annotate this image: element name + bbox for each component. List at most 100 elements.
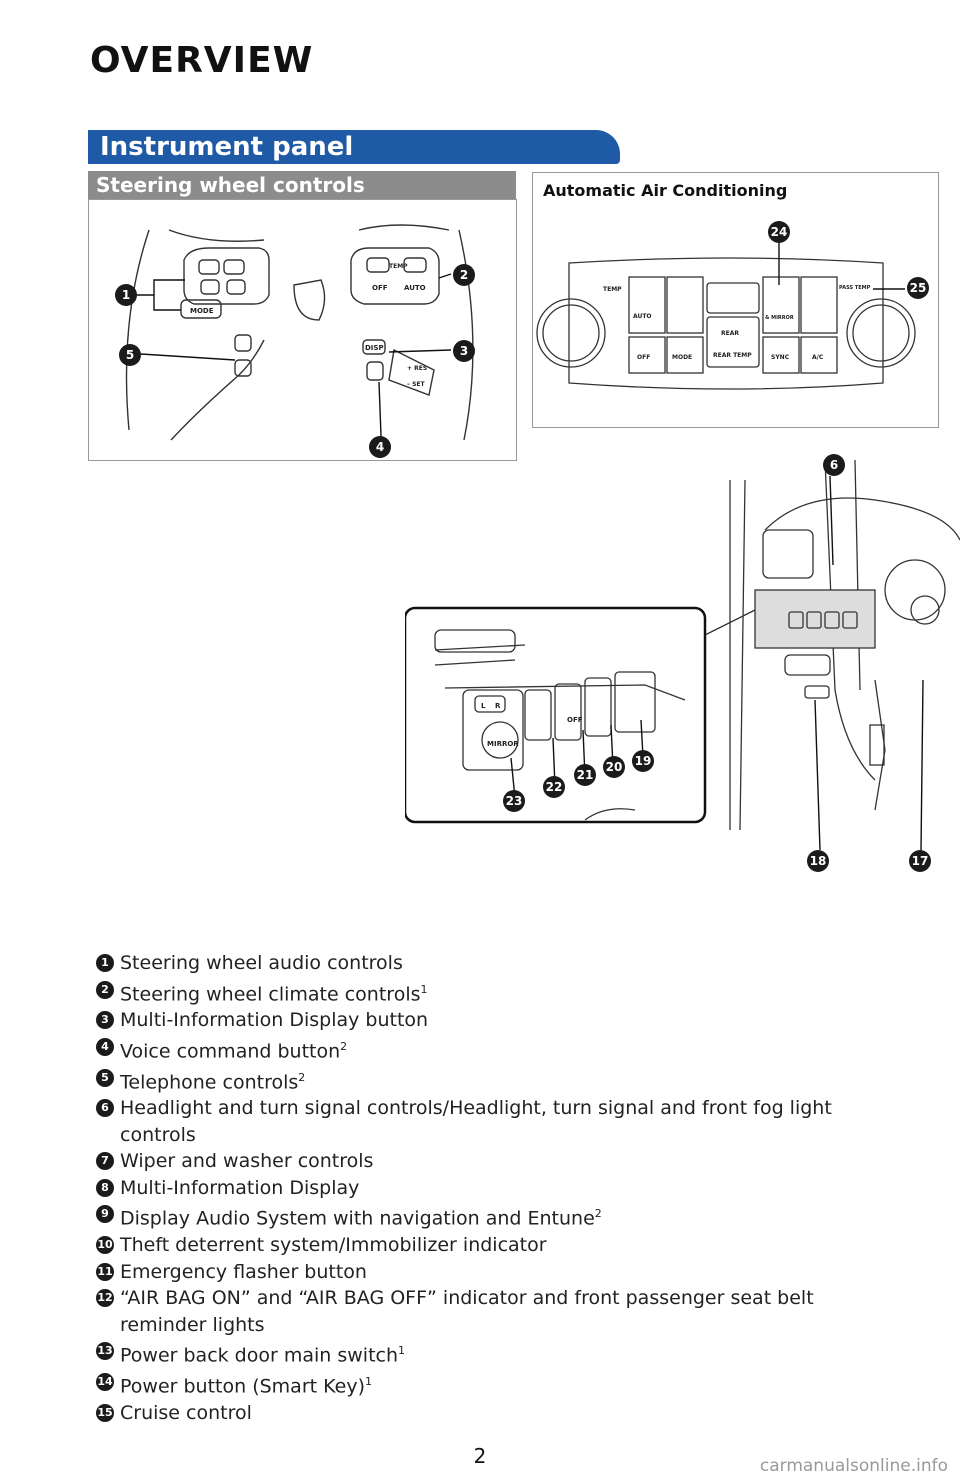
ac-sync-label: SYNC	[771, 354, 790, 361]
legend-number-badge: 10	[96, 1236, 114, 1255]
section-header-instrument-panel: Instrument panel	[88, 130, 620, 164]
ac-rear-temp-label: REAR TEMP	[713, 352, 752, 359]
callout-20: 20	[603, 756, 625, 778]
callout-23: 23	[503, 790, 525, 812]
steering-wheel-illustration: MODE TEMP OFF AUTO DISP + RES – SET	[125, 224, 474, 441]
steering-set-label: – SET	[407, 381, 426, 388]
legend-item: 1 Steering wheel audio controls	[96, 950, 896, 977]
air-vent	[762, 529, 814, 579]
ac-auto-label: AUTO	[633, 313, 652, 320]
legend-text: Emergency flasher button	[120, 1260, 367, 1283]
legend-footnote-marker: 1	[364, 1375, 372, 1389]
mode-button-shape	[180, 299, 222, 319]
audio-control-cluster	[183, 247, 270, 305]
legend-number-badge: 13	[96, 1342, 114, 1361]
legend-item: 12 “AIR BAG ON” and “AIR BAG OFF” indicat…	[96, 1285, 896, 1338]
legend-text: Power back door main switch	[120, 1344, 399, 1367]
legend-footnote-marker: 1	[398, 1344, 406, 1358]
legend-item: 2 Steering wheel climate controls1	[96, 977, 896, 1008]
wheel-outline-left	[125, 229, 150, 431]
automatic-air-conditioning-figure: Automatic Air Conditioning TEMP AUTO OFF…	[532, 172, 939, 428]
callout-3: 3	[453, 340, 475, 362]
legend-number-badge: 11	[96, 1262, 114, 1281]
phone-button-top	[234, 334, 252, 352]
legend-text: Display Audio System with navigation and…	[120, 1207, 595, 1230]
legend-text: Power button (Smart Key)	[120, 1375, 365, 1398]
callout-18: 18	[807, 850, 829, 872]
mirror-switch-panel	[462, 689, 524, 771]
ac-mirror-label: & MIRROR	[765, 315, 794, 321]
ac-off-label: OFF	[637, 354, 650, 361]
legend-text: Multi-Information Display	[120, 1176, 360, 1199]
ac-faceplate	[568, 257, 884, 390]
legend-text: Cruise control	[120, 1401, 252, 1424]
legend-footnote-marker: 1	[420, 982, 428, 996]
ac-ac-label: A/C	[812, 354, 824, 361]
legend-footnote-marker: 2	[298, 1070, 306, 1084]
inset-r-label: R	[495, 702, 501, 710]
right-temp-knob	[846, 298, 916, 368]
callout-5: 5	[119, 344, 141, 366]
legend-footnote-marker: 2	[340, 1039, 348, 1053]
wheel-outline-right	[458, 229, 474, 441]
legend-number-badge: 7	[96, 1152, 114, 1171]
steering-disp-label: DISP	[365, 344, 384, 352]
subsection-header-label: Steering wheel controls	[96, 173, 365, 197]
callout-19: 19	[632, 750, 654, 772]
steering-wheel-controls-figure: MODE TEMP OFF AUTO DISP + RES – SET 1 2 …	[88, 199, 517, 461]
callout-25: 25	[907, 277, 929, 299]
callout-22: 22	[543, 776, 565, 798]
steering-mode-label: MODE	[190, 307, 214, 315]
legend-number-badge: 1	[96, 954, 114, 972]
page-title: OVERVIEW	[90, 40, 314, 81]
legend-text: Headlight and turn signal controls/Headl…	[120, 1097, 832, 1146]
legend-text: Steering wheel audio controls	[120, 952, 403, 974]
legend-number-badge: 6	[96, 1099, 114, 1118]
legend-text: Steering wheel climate controls	[120, 982, 421, 1005]
steering-res-label: + RES	[407, 365, 427, 372]
legend-item: 14 Power button (Smart Key)1	[96, 1369, 896, 1400]
legend-number-badge: 5	[96, 1068, 114, 1087]
legend-number-badge: 8	[96, 1178, 114, 1197]
legend-text: Multi-Information Display button	[120, 1009, 429, 1032]
highlight-region	[754, 589, 876, 649]
ac-rear-label: REAR	[721, 330, 739, 337]
steering-temp-label: TEMP	[389, 263, 408, 270]
ac-mode-label: MODE	[672, 354, 692, 361]
cruise-lever-shape	[388, 348, 435, 396]
legend-text: Voice command button	[120, 1040, 341, 1063]
legend-number-badge: 4	[96, 1037, 114, 1056]
legend-text: Theft deterrent system/Immobilizer indic…	[120, 1234, 547, 1257]
inset-l-label: L	[481, 702, 486, 710]
legend-number-badge: 14	[96, 1373, 114, 1392]
callout-2: 2	[453, 264, 475, 286]
legend-number-badge: 2	[96, 980, 114, 999]
legend-list: 1 Steering wheel audio controls 2 Steering …	[96, 950, 896, 1426]
legend-number-badge: 15	[96, 1403, 114, 1422]
callout-4: 4	[369, 436, 391, 458]
legend-item: 11 Emergency flasher button	[96, 1259, 896, 1286]
legend-item: 13 Power back door main switch1	[96, 1338, 896, 1369]
lower-dash-figure: MIRROR L R OFF 6 17 18 19 20 21 22 23	[403, 450, 960, 880]
legend-item: 4 Voice command button2	[96, 1034, 896, 1065]
legend-item: 5 Telephone controls2	[96, 1065, 896, 1096]
inset-mirror-label: MIRROR	[487, 740, 519, 748]
callout-21: 21	[574, 764, 596, 786]
ac-caption: Automatic Air Conditioning	[543, 181, 788, 200]
section-header-label: Instrument panel	[100, 132, 354, 162]
legend-item: 10 Theft deterrent system/Immobilizer ind…	[96, 1232, 896, 1259]
climate-control-cluster	[350, 247, 440, 305]
legend-item: 6 Headlight and turn signal controls/Head…	[96, 1095, 896, 1148]
legend-text: “AIR BAG ON” and “AIR BAG OFF” indicator…	[120, 1287, 814, 1336]
callout-17: 17	[909, 850, 931, 872]
legend-number-badge: 12	[96, 1289, 114, 1308]
disp-button-shape	[362, 339, 386, 355]
legend-text: Telephone controls	[120, 1070, 299, 1093]
lower-dash-illustration: MIRROR L R OFF	[403, 459, 960, 851]
legend-item: 8 Multi-Information Display	[96, 1175, 896, 1202]
watermark: carmanualsonline.info	[759, 1456, 948, 1476]
legend-footnote-marker: 2	[594, 1207, 602, 1221]
